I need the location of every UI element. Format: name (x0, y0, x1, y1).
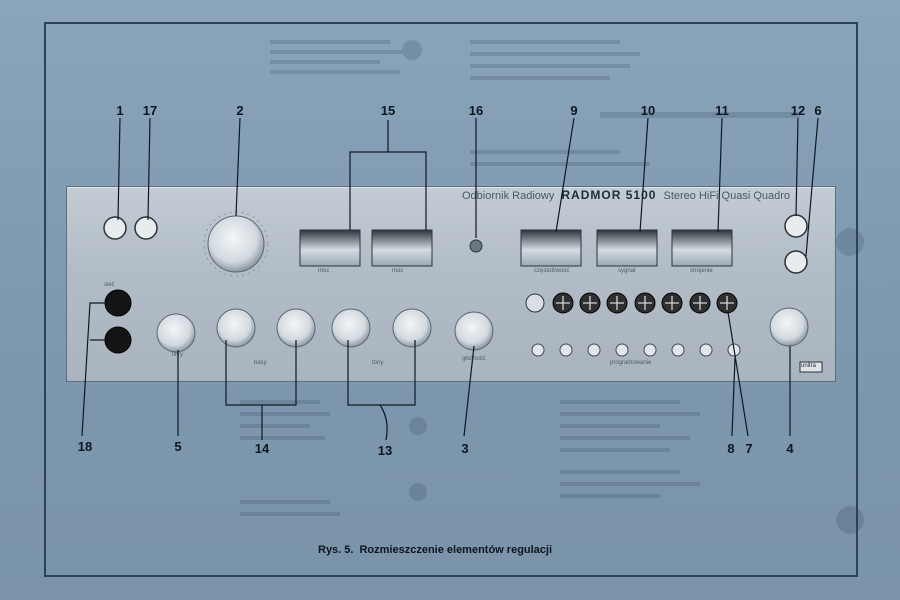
label-filtry: filtry (172, 352, 183, 358)
callout-14: 14 (254, 441, 270, 456)
knob-bass-left[interactable] (216, 308, 256, 348)
callout-6: 6 (814, 103, 822, 118)
tuning-knob-2[interactable] (207, 215, 265, 273)
callout-13: 13 (377, 443, 393, 458)
label-tony: tony (372, 360, 384, 366)
meter-10 (596, 229, 658, 267)
title-suffix: Stereo HiFi Quasi Quadro (663, 190, 791, 202)
dark-button-upper[interactable] (104, 289, 132, 317)
callout-12: 12 (790, 103, 806, 118)
faceplate-title: Odbiornik Radiowy RADMOR 5100 Stereo HiF… (462, 188, 842, 204)
callout-4: 4 (786, 441, 794, 456)
callout-8: 8 (727, 441, 735, 456)
button-1[interactable] (103, 216, 127, 240)
callout-7: 7 (745, 441, 753, 456)
label-basy: basy (254, 360, 267, 366)
button-17[interactable] (134, 216, 158, 240)
meter-label-tuning: strojenie (690, 268, 713, 274)
knob-treble-right[interactable] (392, 308, 432, 348)
meter-right (371, 229, 433, 267)
callout-17: 17 (142, 103, 158, 118)
callout-2: 2 (236, 103, 244, 118)
label-siec: sieć (104, 282, 115, 288)
label-glosnosc: głośność (462, 356, 486, 362)
unitra-logo-text: unitra (801, 363, 817, 369)
button-12[interactable] (784, 214, 808, 238)
unitra-logo (799, 361, 823, 373)
callout-18: 18 (77, 439, 93, 454)
knob-treble-left[interactable] (331, 308, 371, 348)
label-programowanie: programowanie (610, 360, 652, 366)
callout-3: 3 (461, 441, 469, 456)
figure-caption: Rys. 5. Rozmieszczenie elementów regulacj… (318, 544, 558, 556)
title-prefix: Odbiornik Radiowy (462, 190, 555, 202)
callout-5: 5 (174, 439, 182, 454)
callout-lines (81, 117, 819, 441)
figure-caption-text: Rozmieszczenie elementów regulacji (359, 544, 553, 556)
figure-frame (44, 22, 858, 577)
callout-11: 11 (715, 103, 729, 118)
button-6[interactable] (784, 250, 808, 274)
callout-15: 15 (380, 103, 396, 118)
callout-10: 10 (640, 103, 656, 118)
meter-9 (520, 229, 582, 267)
meter-label-frequency: częstotliwość (534, 268, 570, 274)
meter-label-signal: sygnał (618, 268, 636, 274)
indicator-16 (469, 239, 483, 253)
program-buttons (525, 292, 741, 357)
meter-label-left: moc (318, 268, 330, 274)
figure-number: Rys. 5. (318, 544, 354, 556)
meter-label-right: moc (392, 268, 404, 274)
callout-16: 16 (468, 103, 484, 118)
meter-left (299, 229, 361, 267)
knob-volume-3[interactable] (454, 311, 494, 351)
control-knobs (156, 307, 809, 353)
knob-4[interactable] (769, 307, 809, 347)
callout-9: 9 (570, 103, 578, 118)
brand-name: RADMOR 5100 (561, 188, 657, 202)
meter-11 (671, 229, 733, 267)
knob-5[interactable] (156, 313, 196, 353)
dark-button-lower[interactable] (104, 326, 132, 354)
callout-1: 1 (116, 103, 124, 118)
